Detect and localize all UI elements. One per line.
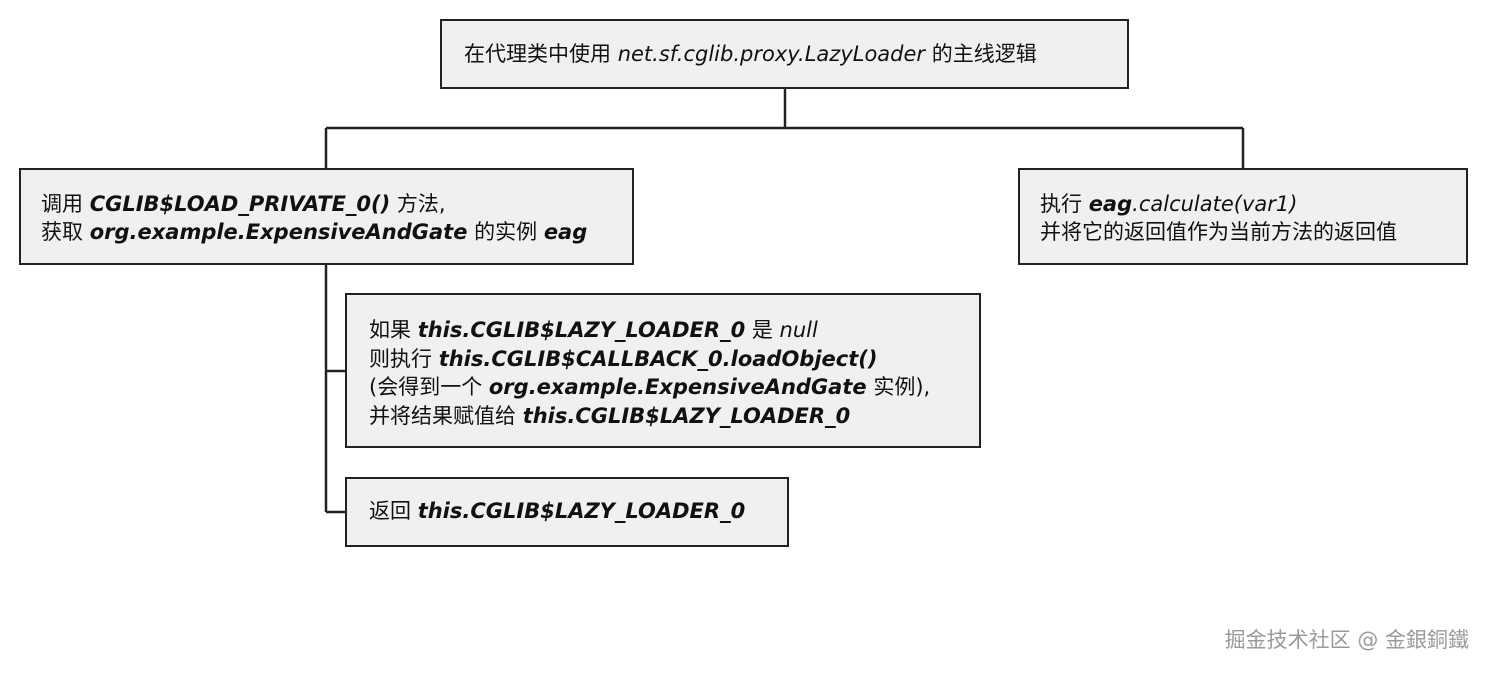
root-node: 在代理类中使用 net.sf.cglib.proxy.LazyLoader 的主… [440, 19, 1129, 89]
load-private-method: CGLIB$LOAD_PRIVATE_0() [89, 192, 391, 216]
branch-right-node: 执行 eag.calculate(var1) 并将它的返回值作为当前方法的返回值 [1018, 168, 1468, 265]
child-one-line3: (会得到一个 org.example.ExpensiveAndGate 实例), [369, 375, 931, 399]
eag-variable: eag [1088, 192, 1133, 216]
child-one-line4: 并将结果赋值给 this.CGLIB$LAZY_LOADER_0 [369, 403, 851, 428]
lazy-loader-field: this.CGLIB$LAZY_LOADER_0 [417, 499, 746, 523]
child-one-line1: 如果 this.CGLIB$LAZY_LOADER_0 是 null [369, 318, 818, 342]
expensive-and-gate-class: org.example.ExpensiveAndGate [89, 220, 468, 244]
eag-variable: eag [543, 220, 588, 244]
root-title: 在代理类中使用 net.sf.cglib.proxy.LazyLoader 的主… [464, 42, 1037, 66]
branch-left-line1: 调用 CGLIB$LOAD_PRIVATE_0() 方法, [41, 192, 446, 216]
child-one-line2: 则执行 this.CGLIB$CALLBACK_0.loadObject() [369, 346, 878, 371]
load-object-call: this.CGLIB$CALLBACK_0.loadObject() [438, 346, 878, 371]
child-lazy-load-node: 如果 this.CGLIB$LAZY_LOADER_0 是 null 则执行 t… [345, 293, 981, 448]
child-return-node: 返回 this.CGLIB$LAZY_LOADER_0 [345, 477, 789, 547]
branch-left-node: 调用 CGLIB$LOAD_PRIVATE_0() 方法, 获取 org.exa… [19, 168, 634, 265]
expensive-and-gate-class: org.example.ExpensiveAndGate [488, 375, 867, 399]
watermark-text: 掘金技术社区 @ 金銀銅鐵 [1224, 628, 1469, 652]
branch-left-line2: 获取 org.example.ExpensiveAndGate 的实例 eag [41, 220, 588, 244]
branch-right-line2: 并将它的返回值作为当前方法的返回值 [1040, 220, 1397, 244]
lazy-loader-field: this.CGLIB$LAZY_LOADER_0 [417, 318, 746, 342]
child-two-line: 返回 this.CGLIB$LAZY_LOADER_0 [369, 499, 746, 523]
lazy-loader-field: this.CGLIB$LAZY_LOADER_0 [522, 403, 851, 428]
null-keyword: null [779, 318, 818, 342]
branch-right-line1: 执行 eag.calculate(var1) [1040, 192, 1298, 216]
lazyloader-class-name: net.sf.cglib.proxy.LazyLoader [617, 42, 926, 66]
calculate-call: .calculate(var1) [1132, 192, 1298, 216]
